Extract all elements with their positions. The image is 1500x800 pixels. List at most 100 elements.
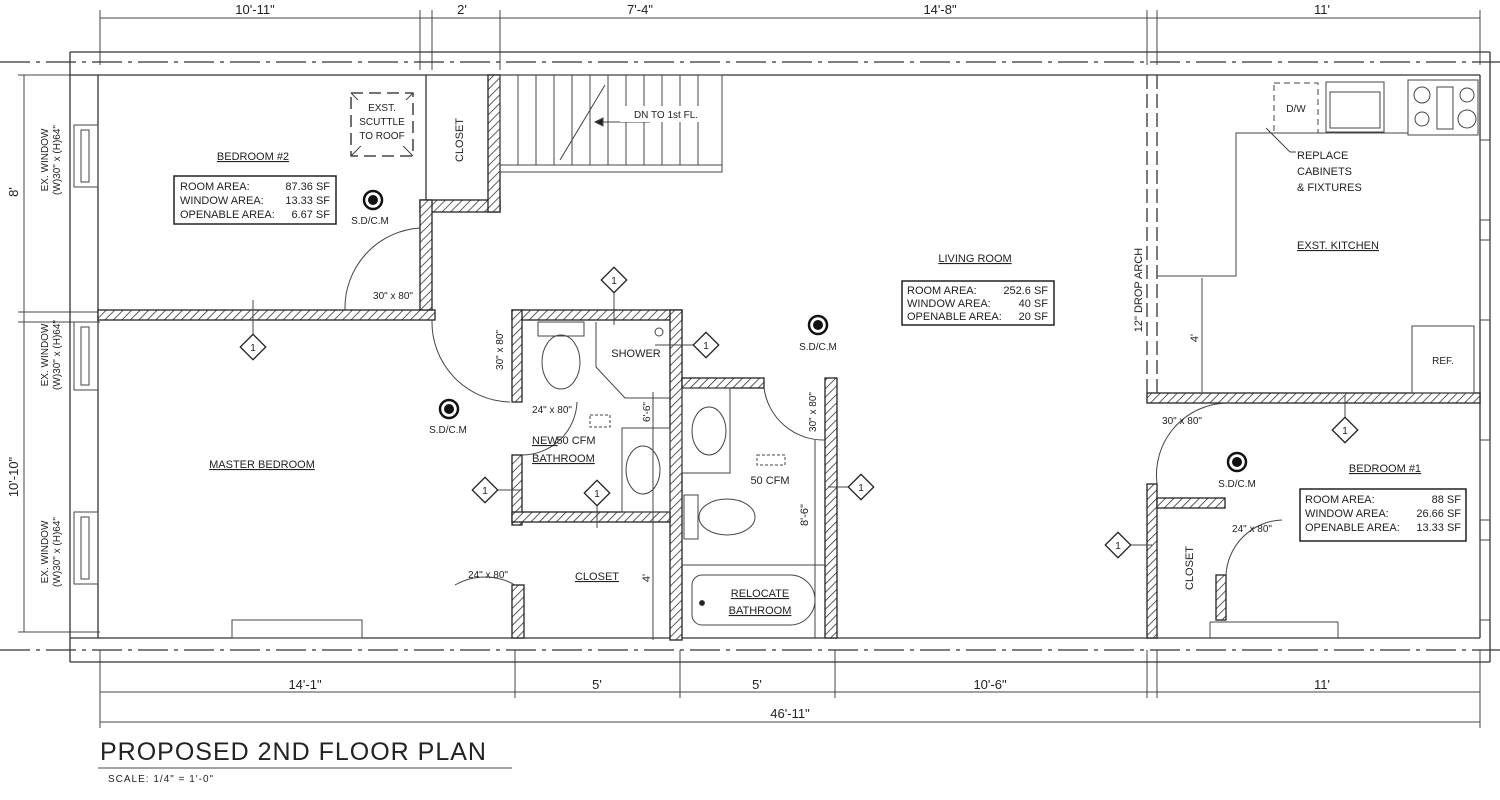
smoke-detector-icon [362,189,384,211]
refrigerator-label: REF. [1432,356,1454,367]
smoke-detector-icon [1226,451,1248,473]
stairs [499,74,723,173]
svg-text:S.D/C.M: S.D/C.M [351,216,389,227]
windows-left [73,124,99,585]
smoke-detector-bedroom1: S.D/C.M [1218,451,1256,490]
svg-text:SCUTTLE: SCUTTLE [359,117,405,128]
dim-bottom-2: 5' [592,677,602,692]
dim-kitchen: 4' [1189,334,1201,342]
closet-label: CLOSET [454,118,466,162]
living-room-label: LIVING ROOM [938,253,1011,265]
keynote-markers [252,290,1346,546]
dim-overall: 46'-11" [770,706,810,721]
keynote-8: 1 [1104,531,1132,559]
door-size-closet: 24" x 80" [468,570,508,581]
relocate-bathroom-fixtures [681,387,825,638]
door-size-bedroom1: 30" x 80" [1162,416,1202,427]
svg-text:20 SF: 20 SF [1019,311,1049,323]
svg-text:EX. WINDOW: EX. WINDOW [40,128,51,191]
svg-text:1: 1 [611,276,617,287]
dim-top-1: 10'-11" [235,2,275,17]
window-label-2: EX. WINDOW (W)30" x (H)64" [40,320,63,390]
keynote-7: 1 [1331,416,1359,444]
new-bath-label-2: BATHROOM [532,453,595,465]
bedroom1-closet-label: CLOSET [1184,546,1196,590]
dim-left-2: 10'-10" [6,456,21,497]
svg-text:REPLACE: REPLACE [1297,150,1348,162]
svg-text:87.36 SF: 87.36 SF [285,181,330,193]
keynote-5: 1 [583,479,611,507]
master-bedroom-label: MASTER BEDROOM [209,459,315,471]
door-size-bedroom2: 30" x 80" [373,291,413,302]
svg-text:BEDROOM #2: BEDROOM #2 [217,151,289,163]
smoke-detector-bedroom2: S.D/C.M [351,189,389,227]
svg-text:1: 1 [1342,426,1348,437]
closet-label-center: CLOSET [575,571,619,583]
fan-label-2: 50 CFM [750,475,789,487]
svg-text:26.66 SF: 26.66 SF [1416,508,1461,520]
svg-text:S.D/C.M: S.D/C.M [1218,479,1256,490]
door-size-master: 30" x 80" [495,330,506,370]
svg-text:(W)30" x (H)64": (W)30" x (H)64" [52,320,63,390]
svg-text:S.D/C.M: S.D/C.M [429,425,467,436]
svg-text:1: 1 [858,483,864,494]
dim-bath-lower: 8'-6" [799,504,811,526]
dim-bottom-3: 5' [752,677,762,692]
svg-text:WINDOW AREA:: WINDOW AREA: [907,298,991,310]
dim-bath-upper: 6'-6" [642,402,653,422]
relocate-bath-label-2: BATHROOM [729,605,792,617]
new-bathroom-fixtures [537,321,671,640]
kitchen-fixtures [1157,79,1479,394]
shower-label: SHOWER [611,348,661,360]
keynote-2: 1 [239,333,267,361]
plan-scale: SCALE: 1/4" = 1'-0" [108,774,214,785]
svg-text:88 SF: 88 SF [1432,494,1462,506]
svg-text:(W)30" x (H)64": (W)30" x (H)64" [52,125,63,195]
bedroom1-label: BEDROOM #1 [1349,463,1421,475]
smoke-detector-icon [807,314,829,336]
bedroom2-label: BEDROOM #2 [217,151,289,163]
window-label-3: EX. WINDOW (W)30" x (H)64" [40,517,63,587]
living-room-info-box: ROOM AREA:252.6 SF WINDOW AREA:40 SF OPE… [901,280,1055,326]
svg-text:OPENABLE AREA:: OPENABLE AREA: [1305,522,1400,534]
svg-text:1: 1 [703,341,709,352]
svg-text:(W)30" x (H)64": (W)30" x (H)64" [52,517,63,587]
relocate-bath-label-1: RELOCATE [731,588,789,600]
bedroom1-info-box: ROOM AREA: 88 SF WINDOW AREA: 26.66 SF OPE… [1299,488,1467,542]
doors [231,227,1339,639]
svg-text:S.D/C.M: S.D/C.M [799,342,837,353]
dim-left-1: 8' [6,187,21,197]
smoke-detector-icon [438,398,460,420]
dim-bottom-5: 11' [1314,677,1330,692]
svg-text:1: 1 [1115,541,1121,552]
drop-arch-label: 12" DROP ARCH [1133,248,1145,332]
window-label-1: EX. WINDOW (W)30" x (H)64" [40,125,63,195]
dim-top-2: 2' [457,2,467,17]
svg-text:WINDOW AREA:: WINDOW AREA: [180,195,264,207]
keynote-4: 1 [471,476,499,504]
svg-text:ROOM AREA:: ROOM AREA: [907,285,977,297]
svg-text:TO ROOF: TO ROOF [359,131,404,142]
dim-top-5: 11' [1314,2,1330,17]
exterior-walls [0,51,1500,663]
door-size-relocate-bath: 30" x 80" [808,392,819,432]
svg-text:OPENABLE AREA:: OPENABLE AREA: [180,209,275,221]
svg-text:WINDOW AREA:: WINDOW AREA: [1305,508,1389,520]
replace-cabinets-note: REPLACE CABINETS & FIXTURES [1297,150,1362,194]
svg-text:ROOM AREA:: ROOM AREA: [1305,494,1375,506]
top-dimensions: 10'-11" 2' 7'-4" 14'-8" 11' [99,2,1481,70]
svg-text:EX. WINDOW: EX. WINDOW [40,520,51,583]
fan-label-1: 50 CFM [556,435,595,447]
keynote-6: 1 [847,473,875,501]
keynote-1: 1 [600,266,628,294]
dim-bottom-4: 10'-6" [973,677,1007,692]
svg-text:1: 1 [482,486,488,497]
roof-scuttle: EXST. SCUTTLE TO ROOF [350,92,414,157]
dim-bottom-1: 14'-1" [288,677,322,692]
keynote-3: 1 [692,331,720,359]
windows-right [1479,139,1491,621]
bedroom2-info-box: ROOM AREA:87.36 SF WINDOW AREA:13.33 SF … [173,175,337,225]
svg-text:13.33 SF: 13.33 SF [285,195,330,207]
smoke-detector-living: S.D/C.M [799,314,837,353]
dim-closet: 4' [641,574,653,582]
